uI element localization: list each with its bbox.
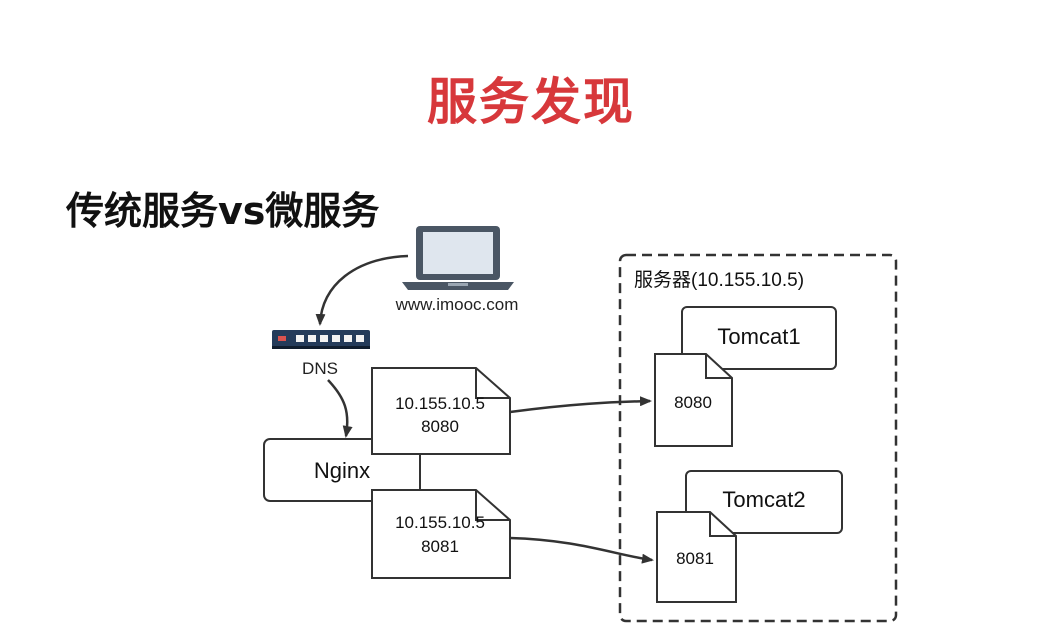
tomcat1-port: 8080 [674, 393, 712, 412]
network-switch-icon [272, 330, 370, 349]
tomcat1-label: Tomcat1 [717, 324, 800, 349]
arrow-route2-to-tomcat2 [509, 536, 654, 564]
route-1-ip: 10.155.10.5 [395, 394, 485, 413]
arrow-dns-to-nginx [327, 379, 353, 438]
tomcat2-box [685, 470, 843, 534]
nginx-label: Nginx [314, 458, 370, 483]
tomcat2-port: 8081 [676, 549, 714, 568]
server-label: 服务器(10.155.10.5) [634, 269, 804, 291]
slide-title: 服务发现 [427, 73, 635, 131]
route-1-port: 8080 [421, 417, 459, 436]
arrow-route1-to-tomcat1 [509, 396, 652, 414]
arrow-client-to-dns [315, 254, 409, 326]
tomcat2-port-document [656, 511, 737, 603]
slide-subtitle: 传统服务vs微服务 [66, 189, 380, 233]
laptop-icon [402, 226, 514, 290]
client-label: www.imooc.com [395, 295, 519, 314]
route-2-port: 8081 [421, 537, 459, 556]
dns-label: DNS [302, 359, 338, 378]
server-container [618, 253, 898, 623]
route-document-2 [371, 489, 511, 579]
tomcat2-label: Tomcat2 [722, 487, 805, 512]
route-2-ip: 10.155.10.5 [395, 513, 485, 532]
tomcat1-box [681, 306, 837, 370]
